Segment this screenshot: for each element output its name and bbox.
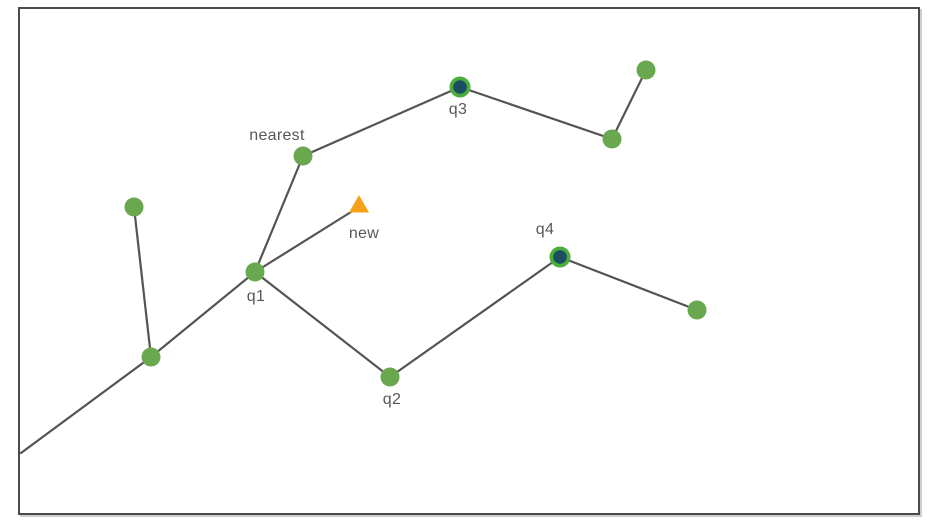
node-nearest (293, 146, 313, 166)
node-vertex-e (687, 300, 707, 320)
tree-edge (132, 205, 153, 359)
tree-edge (253, 210, 353, 274)
new-sample-triangle (349, 195, 369, 213)
tree-edge (301, 85, 462, 158)
tree-edge (558, 255, 699, 312)
label-q2: q2 (383, 391, 401, 408)
node-q1 (245, 262, 265, 282)
tree-edge (458, 85, 614, 141)
node-q2 (380, 367, 400, 387)
tree-edge (149, 270, 257, 359)
label-nearest: nearest (249, 127, 305, 144)
node-q4 (553, 250, 567, 264)
label-new: new (349, 225, 379, 242)
node-vertex-a (124, 197, 144, 217)
label-q3: q3 (449, 101, 467, 118)
tree-edge (610, 68, 648, 141)
tree-edge (253, 270, 392, 379)
node-q3 (453, 80, 467, 94)
tree-edge (388, 255, 562, 379)
node-vertex-b (141, 347, 161, 367)
label-q1: q1 (247, 288, 265, 305)
label-q4: q4 (536, 221, 554, 238)
node-vertex-c (602, 129, 622, 149)
tree-edge (253, 154, 305, 274)
tree-edge (19, 355, 153, 455)
node-vertex-d (636, 60, 656, 80)
